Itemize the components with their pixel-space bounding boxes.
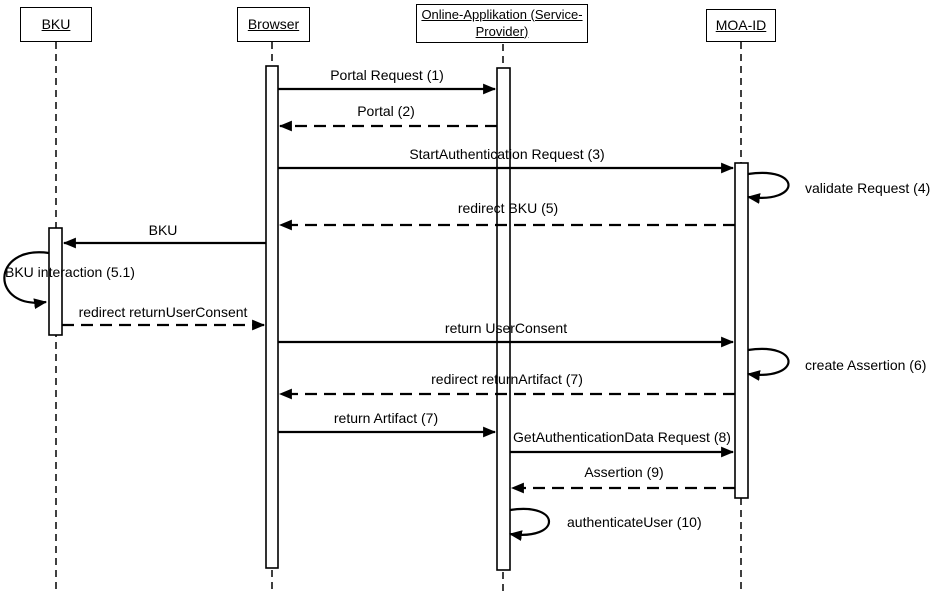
message-label-create-assertion: create Assertion (6) — [805, 357, 927, 373]
message-label-bku: BKU — [148, 222, 178, 238]
message-label-portal-request: Portal Request (1) — [330, 67, 444, 83]
activation-bar-browser — [265, 65, 279, 569]
self-loop-authenticateuser — [508, 507, 550, 541]
message-label-redirect-bku: redirect BKU (5) — [457, 200, 559, 216]
activation-bar-bku — [48, 227, 63, 336]
message-label-startauthentication-request: StartAuthentication Request (3) — [409, 146, 605, 162]
message-label-portal: Portal (2) — [357, 103, 415, 119]
actor-label-moa-id: MOA-ID — [715, 17, 767, 34]
actor-box-online-app: Online-Applikation (Service-Provider) — [416, 4, 588, 43]
message-label-authenticateuser: authenticateUser (10) — [567, 514, 702, 530]
message-label-redirect-returnuserconsent: redirect returnUserConsent — [78, 304, 248, 320]
self-loop-validate-request — [746, 171, 790, 204]
message-label-return-artifact: return Artifact (7) — [333, 410, 439, 426]
message-label-assertion: Assertion (9) — [584, 464, 664, 480]
message-label-redirect-returnartifact: redirect returnArtifact (7) — [431, 371, 583, 387]
message-label-return-userconsent: return UserConsent — [444, 320, 568, 336]
actor-box-browser: Browser — [237, 7, 310, 42]
actor-box-moa-id: MOA-ID — [706, 9, 776, 42]
message-label-getauthenticationdata-request: GetAuthenticationData Request (8) — [513, 429, 731, 445]
activation-bar-online-app — [496, 67, 511, 571]
actor-box-bku: BKU — [20, 7, 92, 42]
self-loop-create-assertion — [746, 347, 790, 381]
activation-bar-moa-id — [734, 162, 749, 499]
actor-label-online-app: Online-Applikation (Service-Provider) — [421, 6, 583, 39]
self-loop-bku-interaction — [3, 251, 50, 310]
actor-label-browser: Browser — [247, 16, 300, 33]
actor-label-bku: BKU — [41, 16, 71, 33]
message-label-validate-request: validate Request (4) — [805, 180, 931, 196]
message-label-bku-interaction: BKU interaction (5.1) — [5, 264, 135, 280]
